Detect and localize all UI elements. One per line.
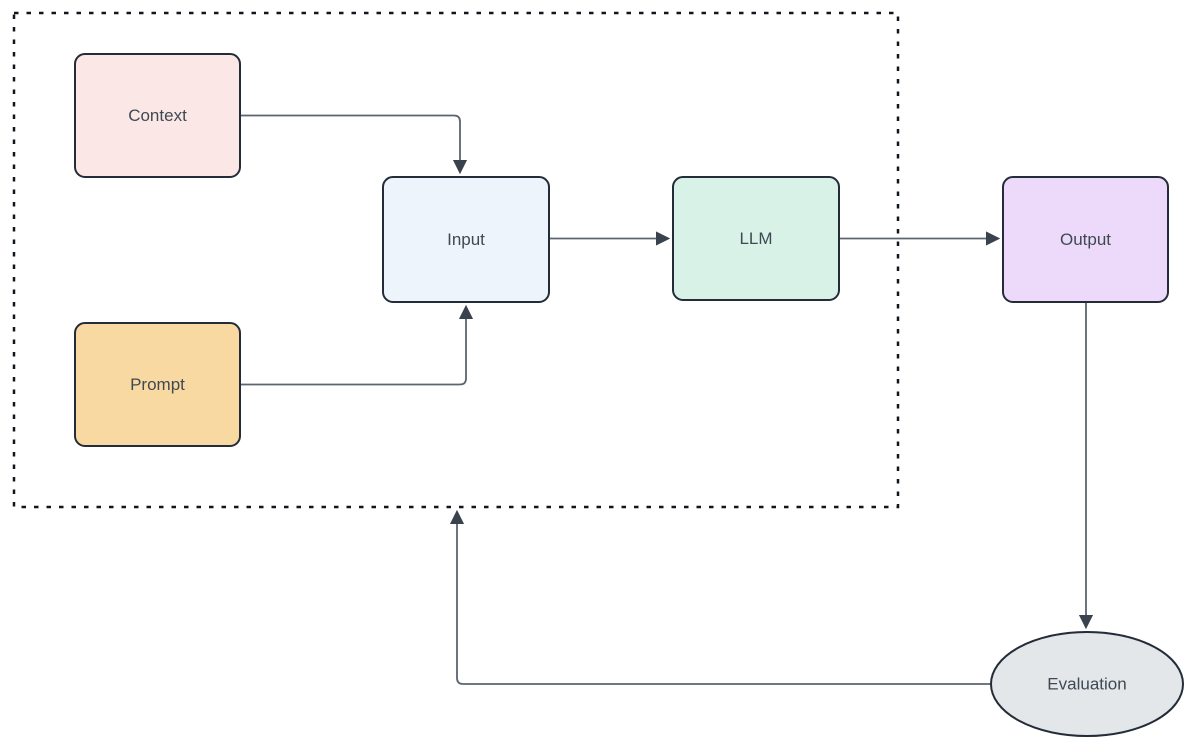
node-evaluation-shape — [990, 631, 1184, 737]
edge-evaluation-to-dashed-group — [449, 509, 991, 685]
node-llm-label: LLM — [739, 229, 772, 248]
node-llm-shape — [672, 176, 840, 301]
node-prompt: Prompt — [74, 322, 241, 447]
node-prompt-label: Prompt — [130, 375, 185, 394]
node-input: Input — [382, 176, 550, 303]
node-evaluation: Evaluation — [990, 631, 1184, 737]
dashed-group-container — [12, 11, 900, 509]
node-prompt-shape — [74, 322, 241, 447]
edge-context-to-input — [240, 114, 468, 175]
node-output-label: Output — [1060, 230, 1111, 249]
edge-prompt-to-input — [240, 304, 474, 386]
node-input-shape — [382, 176, 550, 303]
node-output: Output — [1002, 176, 1169, 303]
node-context-label: Context — [128, 106, 187, 125]
node-output-shape — [1002, 176, 1169, 303]
node-evaluation-label: Evaluation — [1047, 675, 1126, 694]
node-input-label: Input — [447, 230, 485, 249]
node-context: Context — [74, 53, 241, 178]
node-context-shape — [74, 53, 241, 178]
node-llm: LLM — [672, 176, 840, 301]
